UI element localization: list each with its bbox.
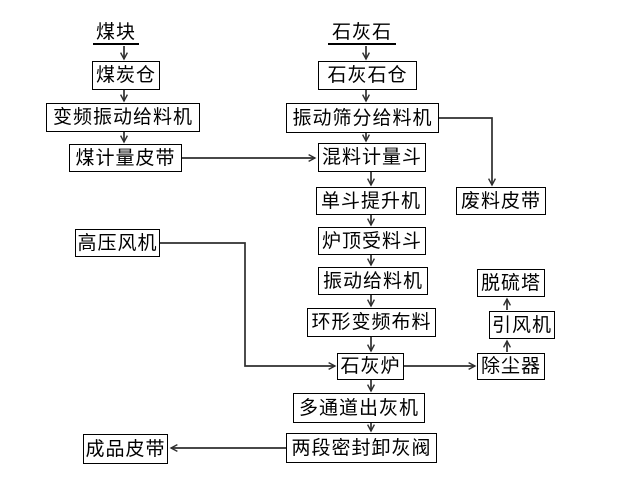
- node-ring-distributor: 环形变频布料: [307, 308, 436, 337]
- node-vibrating-screen-feeder: 振动筛分给料机: [286, 103, 439, 133]
- node-coal-weighing-belt: 煤计量皮带: [69, 144, 182, 172]
- node-coal-lump: 煤块: [93, 21, 139, 45]
- edge-vibrating-screen-feeder-to-waste-belt: [439, 117, 492, 185]
- node-limestone-bunker: 石灰石仓: [318, 61, 417, 90]
- node-vf-vibrating-feeder: 变频振动给料机: [46, 103, 200, 132]
- node-product-belt: 成品皮带: [83, 434, 168, 464]
- node-vibrating-feeder: 振动给料机: [318, 267, 428, 295]
- node-ash-discharger: 多通道出灰机: [293, 393, 425, 423]
- node-coal-bunker: 煤炭仓: [92, 61, 160, 90]
- node-kiln-top-hopper: 炉顶受料斗: [318, 227, 426, 255]
- node-induced-fan: 引风机: [489, 311, 555, 339]
- node-seal-valve: 两段密封卸灰阀: [286, 433, 437, 463]
- node-mix-weighing-hopper: 混料计量斗: [318, 143, 426, 172]
- node-bucket-elevator: 单斗提升机: [316, 187, 426, 215]
- node-dust-collector: 除尘器: [477, 353, 545, 380]
- edge-hp-fan-to-lime-kiln: [160, 242, 335, 366]
- node-lime-kiln: 石灰炉: [337, 353, 404, 380]
- node-limestone: 石灰石: [328, 21, 396, 45]
- node-desulfur-tower: 脱硫塔: [477, 269, 545, 297]
- node-hp-fan: 高压风机: [75, 229, 160, 257]
- node-waste-belt: 废料皮带: [456, 187, 546, 215]
